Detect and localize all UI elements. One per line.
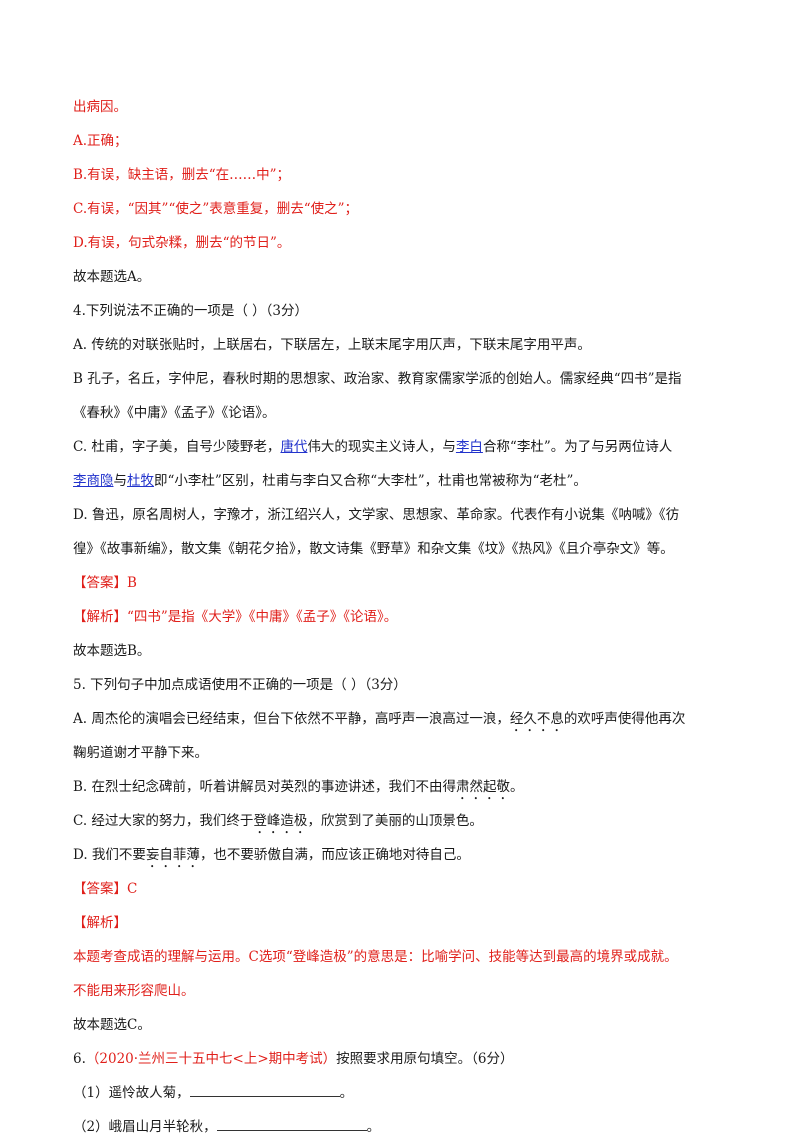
dotted-idiom: 登峰造极 bbox=[253, 813, 308, 829]
q6-stem: 6.（2020·兰州三十五中七<上>期中考试）按照要求用原句填空。（6分） bbox=[73, 1042, 733, 1076]
explain-label: 【解析】 bbox=[73, 609, 127, 625]
q6-item-2: （2）峨眉山月半轮秋， 。 bbox=[73, 1110, 733, 1144]
q6-item2-end: 。 bbox=[366, 1119, 381, 1135]
q5-stem: 5. 下列句子中加点成语使用不正确的一项是（ ）（3分） bbox=[73, 677, 407, 693]
q5-conclusion: 故本题选C。 bbox=[73, 1017, 151, 1033]
q4-c-text: 即“小李杜”区别，杜甫与李白又合称“大李杜”，杜甫也常被称为“老杜”。 bbox=[154, 473, 587, 489]
q4-option-d-line2: 徨》《故事新编》，散文集《朝花夕拾》，散文诗集《野草》和杂文集《坟》《热风》《且… bbox=[73, 541, 674, 557]
dotted-idiom: 经久不息 bbox=[509, 711, 564, 727]
q4-c-text: 合称“李杜”。为了与另两位诗人 bbox=[482, 439, 673, 455]
q6-item1-end: 。 bbox=[339, 1085, 354, 1101]
q4-option-a: A. 传统的对联张贴时，上联居右，下联居左，上联末尾字用仄声，下联末尾字用平声。 bbox=[73, 337, 591, 353]
link-li-bai[interactable]: 李白 bbox=[455, 439, 483, 455]
q5-b-text: B. 在烈士纪念碑前，听着讲解员对英烈的事迹讲述，我们不由得 bbox=[73, 779, 457, 795]
q5-b-text: 。 bbox=[510, 779, 524, 795]
q3-option-a-analysis: A.正确； bbox=[73, 133, 128, 149]
link-tang-dynasty[interactable]: 唐代 bbox=[280, 439, 308, 455]
exam-content: 出病因。 A.正确； B.有误，缺主语，删去“在……中”； C.有误，“因其”“… bbox=[73, 90, 733, 1144]
q5-option-c: C. 经过大家的努力，我们终于登峰造极，欣赏到了美丽的山顶景色。 bbox=[73, 804, 733, 838]
q5-option-a-line1: A. 周杰伦的演唱会已经结束，但台下依然不平静，高呼声一浪高过一浪，经久不息的欢… bbox=[73, 702, 733, 736]
q5-c-text: ，欣赏到了美丽的山顶景色。 bbox=[307, 813, 483, 829]
q5-explain-line2: 不能用来形容爬山。 bbox=[73, 983, 195, 999]
dotted-idiom: 肃然起敬 bbox=[456, 779, 511, 795]
q4-option-d-line1: D. 鲁迅，原名周树人，字豫才，浙江绍兴人，文学家、思想家、革命家。代表作有小说… bbox=[73, 507, 680, 523]
link-du-mu[interactable]: 杜牧 bbox=[127, 473, 154, 489]
q5-option-b: B. 在烈士纪念碑前，听着讲解员对英烈的事迹讲述，我们不由得肃然起敬。 bbox=[73, 770, 733, 804]
q6-number: 6. bbox=[73, 1051, 86, 1067]
q4-option-b-line2: 《春秋》《中庸》《孟子》《论语》。 bbox=[73, 405, 276, 421]
explain-text: “四书”是指《大学》《中庸》《孟子》《论语》。 bbox=[127, 609, 398, 625]
q5-d-text: D. 我们不要 bbox=[73, 847, 146, 863]
answer-blank-2[interactable] bbox=[216, 1116, 367, 1131]
dotted-idiom: 妄自菲薄 bbox=[145, 847, 200, 863]
q4-option-b-line1: B 孔子，名丘，字仲尼，春秋时期的思想家、政治家、教育家儒家学派的创始人。儒家经… bbox=[73, 371, 682, 387]
q5-option-d: D. 我们不要妄自菲薄，也不要骄傲自满，而应该正确地对待自己。 bbox=[73, 838, 733, 872]
q4-explanation: 【解析】“四书”是指《大学》《中庸》《孟子》《论语》。 bbox=[73, 600, 733, 634]
q5-option-a-line2: 鞠躬道谢才平静下来。 bbox=[73, 745, 208, 761]
q4-answer: 【答案】B bbox=[73, 575, 137, 591]
q6-item-1: （1）遥怜故人菊， 。 bbox=[73, 1076, 733, 1110]
q6-source: （2020·兰州三十五中七<上>期中考试） bbox=[85, 1051, 337, 1067]
q5-explain-line1: 本题考查成语的理解与运用。C选项“登峰造极”的意思是：比喻学问、技能等达到最高的… bbox=[73, 949, 678, 965]
q5-answer: 【答案】C bbox=[73, 881, 138, 897]
q5-d-text: ，也不要骄傲自满，而应该正确地对待自己。 bbox=[199, 847, 470, 863]
q4-c-text: C. 杜甫，字子美，自号少陵野老， bbox=[73, 439, 281, 455]
q6-item2-text: （2）峨眉山月半轮秋， bbox=[73, 1119, 217, 1135]
q3-option-d-analysis: D.有误，句式杂糅，删去“的节日”。 bbox=[73, 235, 291, 251]
q3-option-c-analysis: C.有误，“因其”“使之”表意重复，删去“使之”； bbox=[73, 201, 359, 217]
q4-option-c-line1: C. 杜甫，字子美，自号少陵野老，唐代伟大的现实主义诗人，与李白合称“李杜”。为… bbox=[73, 430, 733, 464]
answer-blank-1[interactable] bbox=[189, 1082, 340, 1097]
q4-option-c-line2: 李商隐与杜牧即“小李杜”区别，杜甫与李白又合称“大李杜”，杜甫也常被称为“老杜”… bbox=[73, 464, 733, 498]
q4-c-text: 与 bbox=[113, 473, 128, 489]
q4-conclusion: 故本题选B。 bbox=[73, 643, 151, 659]
q4-c-text: 伟大的现实主义诗人，与 bbox=[307, 439, 456, 455]
q6-instruction: 按照要求用原句填空。（6分） bbox=[336, 1051, 514, 1067]
q6-item1-text: （1）遥怜故人菊， bbox=[73, 1085, 190, 1101]
q3-option-b-analysis: B.有误，缺主语，删去“在……中”； bbox=[73, 167, 291, 183]
link-li-shangyin[interactable]: 李商隐 bbox=[73, 473, 114, 489]
q5-a-text: A. 周杰伦的演唱会已经结束，但台下依然不平静，高呼声一浪高过一浪， bbox=[73, 711, 510, 727]
q3-conclusion: 故本题选A。 bbox=[73, 269, 151, 285]
q5-a-text: 的欢呼声使得他再次 bbox=[563, 711, 686, 727]
q5-c-text: C. 经过大家的努力，我们终于 bbox=[73, 813, 254, 829]
q4-stem: 4.下列说法不正确的一项是（ ）（3分） bbox=[73, 303, 309, 319]
q5-explain-label: 【解析】 bbox=[73, 915, 127, 931]
q3-explain-line: 出病因。 bbox=[73, 99, 127, 115]
